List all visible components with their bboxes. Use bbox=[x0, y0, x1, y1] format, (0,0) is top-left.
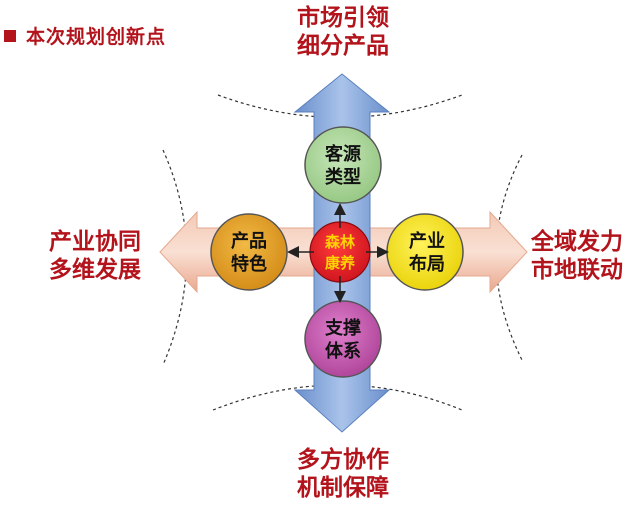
header: 本次规划创新点 bbox=[4, 22, 166, 49]
node-bottom-line2: 体系 bbox=[325, 340, 361, 362]
node-center-line2: 康养 bbox=[325, 254, 356, 272]
node-left-line2: 特色 bbox=[231, 253, 267, 275]
direction-label-bottom: 多方协作 机制保障 bbox=[283, 446, 403, 502]
direction-right-line1: 全域发力 bbox=[531, 229, 623, 255]
node-top-circle bbox=[304, 126, 382, 204]
direction-left-line1: 产业协同 bbox=[49, 229, 141, 255]
direction-label-left: 产业协同 多维发展 bbox=[30, 228, 160, 284]
node-right-circle bbox=[386, 213, 464, 291]
bullet-square-icon bbox=[4, 29, 16, 42]
direction-label-right: 全域发力 市地联动 bbox=[518, 228, 636, 284]
node-right-line2: 布局 bbox=[409, 253, 445, 275]
page-title: 本次规划创新点 bbox=[26, 26, 167, 48]
node-top-line2: 类型 bbox=[325, 166, 361, 188]
node-left-circle bbox=[210, 213, 288, 291]
direction-bottom-line2: 机制保障 bbox=[297, 475, 389, 501]
direction-top-line2: 细分产品 bbox=[297, 33, 389, 59]
direction-bottom-line1: 多方协作 bbox=[297, 447, 389, 473]
node-top-line1: 客源 bbox=[325, 143, 361, 165]
node-left-line1: 产品 bbox=[231, 230, 267, 252]
node-center-circle bbox=[309, 221, 371, 283]
node-right-line1: 产业 bbox=[409, 230, 445, 252]
node-bottom-circle bbox=[304, 300, 382, 378]
arc-right bbox=[495, 154, 523, 361]
node-bottom-line1: 支撑 bbox=[324, 317, 361, 339]
direction-label-top: 市场引领 细分产品 bbox=[283, 4, 403, 60]
direction-right-line2: 市地联动 bbox=[531, 257, 623, 283]
direction-top-line1: 市场引领 bbox=[297, 5, 389, 31]
node-center-line1: 森林 bbox=[325, 233, 356, 251]
arc-top bbox=[217, 94, 463, 119]
direction-left-line2: 多维发展 bbox=[49, 257, 141, 283]
